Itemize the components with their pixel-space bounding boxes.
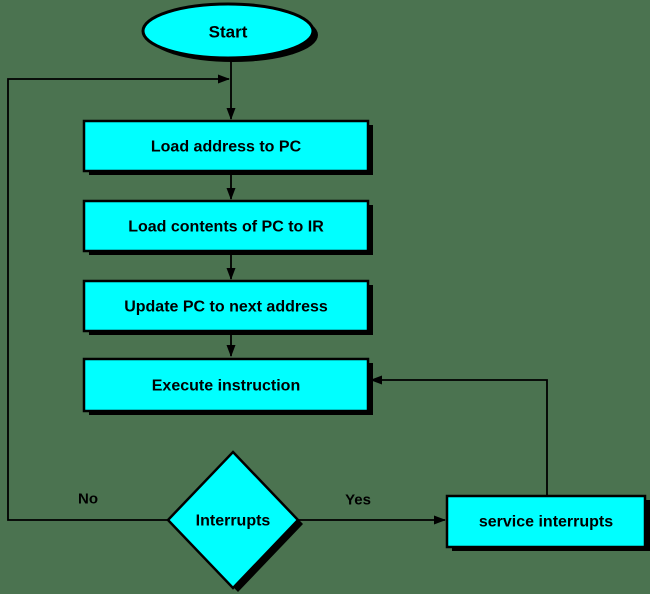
node-execute-label: Execute instruction bbox=[152, 378, 300, 395]
node-load-address bbox=[82, 119, 370, 173]
edge-label-no: No bbox=[78, 491, 98, 508]
node-service-interrupts-label: service interrupts bbox=[479, 514, 613, 531]
node-update-pc bbox=[82, 279, 370, 333]
node-execute bbox=[82, 357, 370, 413]
node-layer: Start Load address to PC Load contents o… bbox=[82, 2, 647, 590]
edge-label-layer: No Yes bbox=[78, 491, 371, 509]
node-interrupts-label: Interrupts bbox=[196, 513, 271, 530]
node-interrupts bbox=[166, 450, 300, 590]
arrow-service-interrupts-to-execute bbox=[370, 375, 548, 496]
node-load-address-label: Load address to PC bbox=[151, 139, 302, 156]
node-load-contents bbox=[82, 199, 370, 253]
edge-layer bbox=[7, 58, 548, 525]
arrow-no-loop-to-junction bbox=[7, 74, 230, 521]
node-load-contents-label: Load contents of PC to IR bbox=[128, 219, 324, 236]
node-service-interrupts bbox=[445, 494, 647, 549]
node-update-pc-label: Update PC to next address bbox=[124, 299, 328, 316]
node-start bbox=[141, 2, 315, 60]
edge-label-yes: Yes bbox=[345, 492, 371, 509]
node-start-label: Start bbox=[209, 23, 248, 42]
